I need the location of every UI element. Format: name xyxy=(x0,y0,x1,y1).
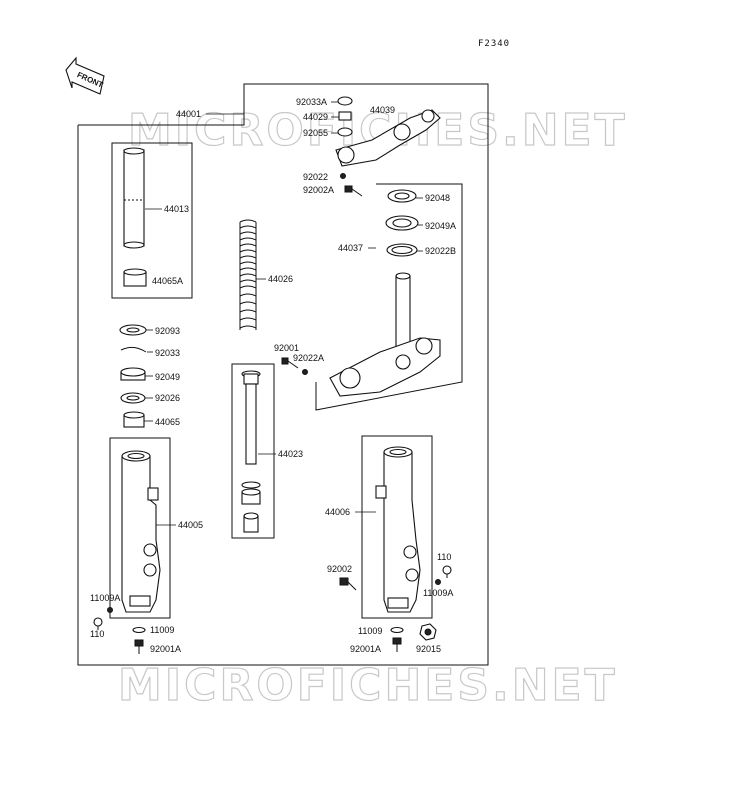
part-label-11009A-left: 11009A xyxy=(90,593,120,603)
part-label-92049: 92049 xyxy=(155,372,180,382)
part-label-44013: 44013 xyxy=(164,204,189,214)
bearing-92049A xyxy=(385,215,419,231)
bolt-92001A-right xyxy=(392,637,402,652)
lower-fork-leg-44006 xyxy=(375,446,421,613)
part-label-44039: 44039 xyxy=(370,105,395,115)
part-label-92015: 92015 xyxy=(416,644,441,654)
part-label-92033A: 92033A xyxy=(296,97,327,107)
nut-92015 xyxy=(419,623,437,641)
part-label-92093: 92093 xyxy=(155,326,180,336)
circlip-92033A xyxy=(337,96,353,106)
part-label-92033: 92033 xyxy=(155,348,180,358)
bolt-92002A xyxy=(344,185,363,197)
ring-92022B xyxy=(386,243,418,257)
group-box-44005 xyxy=(109,437,171,619)
part-label-92022A: 92022A xyxy=(293,353,324,363)
cap-44029 xyxy=(338,111,352,121)
part-label-92002: 92002 xyxy=(327,564,352,574)
group-box-44013 xyxy=(111,142,193,299)
ring-92055 xyxy=(337,127,353,137)
part-label-92026: 92026 xyxy=(155,393,180,403)
part-label-44037: 44037 xyxy=(338,243,363,253)
gasket-11009-right xyxy=(390,626,404,634)
part-label-44001: 44001 xyxy=(176,109,201,119)
part-label-92001A-left: 92001A xyxy=(150,644,181,654)
lower-fork-leg-44005 xyxy=(121,450,161,613)
fork-tube-44013 xyxy=(123,147,145,249)
bearing-seal-92048 xyxy=(387,189,417,203)
gasket-11009-left xyxy=(132,626,146,634)
washer-92022A xyxy=(302,369,308,375)
group-box-44006 xyxy=(361,435,433,619)
part-label-110-right: 110 xyxy=(437,552,451,562)
front-arrow-icon: FRONT xyxy=(65,56,105,95)
damper-rod-44023 xyxy=(241,370,261,533)
part-label-92022B: 92022B xyxy=(425,246,456,256)
steering-stem-44037 xyxy=(329,272,441,397)
washer-11009A-right xyxy=(435,579,441,585)
part-label-92001: 92001 xyxy=(274,343,299,353)
part-label-44026: 44026 xyxy=(268,274,293,284)
part-label-44006: 44006 xyxy=(325,507,350,517)
washer-11009A-left xyxy=(107,607,113,613)
part-label-44065A: 44065A xyxy=(152,276,183,286)
fork-spring-44026 xyxy=(239,219,257,330)
bolt-92001-mid xyxy=(281,357,299,369)
part-label-44029: 44029 xyxy=(303,112,328,122)
part-label-92001A-right: 92001A xyxy=(350,644,381,654)
part-label-110-left: 110 xyxy=(90,629,104,639)
part-label-92022: 92022 xyxy=(303,172,328,182)
plug-110-right xyxy=(442,565,452,578)
upper-bracket-44039 xyxy=(335,109,441,167)
assembly-outline xyxy=(77,83,489,666)
group-box-44023 xyxy=(231,363,275,539)
watermark-bottom: MICROFICHES.NET xyxy=(118,660,618,711)
diagram-code: F2340 xyxy=(478,39,510,49)
washer-92022 xyxy=(340,173,346,179)
part-label-44023: 44023 xyxy=(278,449,303,459)
seal-92049 xyxy=(120,367,146,381)
part-label-92049A: 92049A xyxy=(425,221,456,231)
group-box-44037 xyxy=(315,183,463,411)
bushing-44065 xyxy=(123,411,145,428)
bolt-92002 xyxy=(339,577,357,591)
part-label-92048: 92048 xyxy=(425,193,450,203)
part-label-44065: 44065 xyxy=(155,417,180,427)
part-label-11009A-right: 11009A xyxy=(423,588,453,598)
part-label-92002A: 92002A xyxy=(303,185,334,195)
part-label-11009-left: 11009 xyxy=(150,625,174,635)
part-label-92055: 92055 xyxy=(303,128,328,138)
washer-92026 xyxy=(120,392,146,404)
circlip-92033 xyxy=(120,346,147,353)
seal-92093 xyxy=(119,324,147,336)
bushing-44065A xyxy=(123,268,147,287)
plug-110-left xyxy=(93,617,103,630)
part-label-44005: 44005 xyxy=(178,520,203,530)
part-label-11009-right: 11009 xyxy=(358,626,382,636)
bolt-92001A-left xyxy=(134,639,144,654)
